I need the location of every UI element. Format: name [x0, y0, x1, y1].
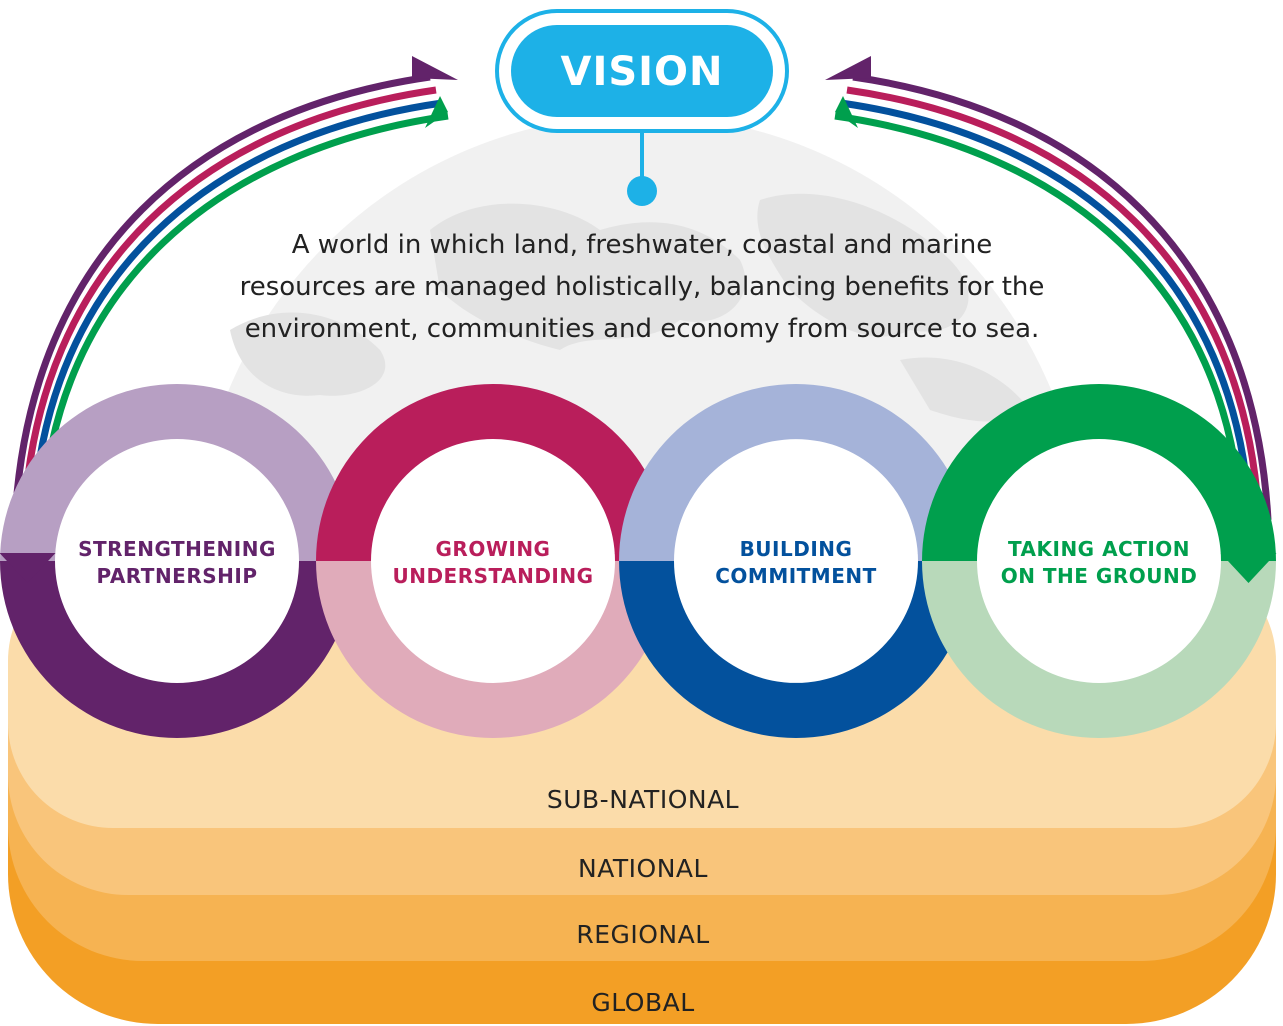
ring-bottom-arc — [316, 561, 670, 738]
arrow-stripe-magenta — [20, 86, 437, 521]
ring-label-line-1: STRENGTHENING — [78, 537, 276, 561]
arrow-stripe-green — [834, 112, 1245, 521]
ring-bottom-arc — [922, 561, 1276, 738]
vision-connector-dot — [627, 176, 657, 206]
level-label-national: NATIONAL — [578, 854, 708, 883]
arrow-head-purple — [825, 56, 871, 80]
arrow-stripe-purple — [852, 73, 1272, 521]
ring-chevron — [0, 553, 56, 583]
process-rings: STRENGTHENING PARTNERSHIP GROWING UNDERSTAN… — [0, 384, 1277, 738]
vision-description-line-2: resources are managed holistically, bala… — [240, 272, 1045, 302]
arrow-stripe-purple — [11, 73, 431, 521]
ring-bottom-arc — [0, 561, 354, 738]
level-label-regional: REGIONAL — [576, 920, 709, 949]
ring-top-arc — [316, 384, 670, 561]
vision-label: VISION — [560, 49, 723, 95]
arrow-stripe-blue — [29, 99, 443, 521]
ring-label-line-2: COMMITMENT — [715, 564, 877, 588]
left-striped-arrow — [11, 56, 458, 521]
ring-building-commitment: BUILDING COMMITMENT — [619, 384, 974, 738]
arrow-stripe-blue — [840, 99, 1254, 521]
ring-label-line-2: UNDERSTANDING — [392, 564, 593, 588]
ring-label-line-1: TAKING ACTION — [1008, 537, 1190, 561]
ring-label-line-2: PARTNERSHIP — [97, 564, 258, 588]
ring-top-arc — [922, 384, 1276, 561]
vision-description-line-1: A world in which land, freshwater, coast… — [292, 230, 993, 260]
right-striped-arrow — [825, 56, 1272, 521]
level-label-sub-national: SUB-NATIONAL — [547, 785, 739, 814]
ring-top-arc — [619, 384, 973, 561]
ring-center — [975, 437, 1223, 685]
ring-label-line-1: BUILDING — [740, 537, 853, 561]
ring-taking-action-on-the-ground: TAKING ACTION ON THE GROUND — [922, 384, 1277, 738]
ring-center — [369, 437, 617, 685]
ring-center — [53, 437, 301, 685]
arrow-head-purple — [412, 56, 458, 80]
ring-center — [672, 437, 920, 685]
ring-label-line-1: GROWING — [436, 537, 551, 561]
vision-badge: VISION — [495, 9, 789, 133]
ring-chevron — [1220, 553, 1277, 583]
vision-description-line-3: environment, communities and economy fro… — [245, 314, 1040, 344]
vision-pill — [511, 25, 773, 117]
arrow-head-green — [835, 96, 858, 128]
ring-strengthening-partnership: STRENGTHENING PARTNERSHIP — [0, 384, 354, 738]
ring-growing-understanding: GROWING UNDERSTANDING — [316, 384, 671, 738]
arrow-stripe-magenta — [846, 86, 1263, 521]
ring-label-line-2: ON THE GROUND — [1001, 564, 1198, 588]
ring-bottom-arc — [619, 561, 973, 738]
level-label-global: GLOBAL — [591, 988, 694, 1017]
arrow-head-green — [425, 96, 448, 128]
ring-top-arc — [0, 384, 354, 561]
arrow-stripe-green — [38, 112, 449, 521]
